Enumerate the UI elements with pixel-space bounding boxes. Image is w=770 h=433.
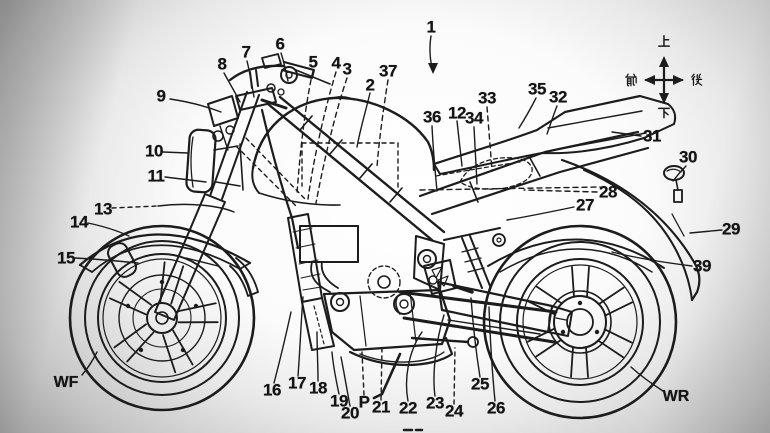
exhaust-muffler [348,336,454,367]
front-brake-caliper [107,242,137,278]
rear-sprocket [548,290,612,354]
triple-clamp [235,87,277,111]
seat [432,128,539,166]
main-frame-spars [266,95,446,242]
callout-leader-lines [74,35,723,407]
tail-cowl [535,94,670,132]
swingarm [436,280,554,334]
fuel-tank [251,96,436,172]
brake-disc-bolts [125,279,199,353]
arrowhead-1 [428,63,438,74]
mirror-mount [280,66,298,84]
arrow-front-icon [644,75,655,85]
front-fender [78,233,252,267]
crankcase [322,288,452,352]
lower-cowl [301,297,335,351]
airbox [299,225,359,263]
rear-wheel [482,224,678,420]
frame-downtube [260,108,300,250]
footpeg [452,284,474,294]
front-wheel [68,224,256,412]
kanji-front-icon [625,73,637,87]
arrow-up-icon [659,56,669,67]
rear-mudguard [560,158,701,302]
headlight-bracket [213,143,244,191]
arrow-down-icon [659,93,669,104]
headlight [185,128,217,194]
kanji-up-icon [657,34,670,47]
bodywork [78,94,701,302]
fork-slider [154,193,226,321]
chassis [154,53,650,344]
side-stand [372,352,402,400]
engine [287,213,541,432]
arrow-rear-icon [673,75,684,85]
instrument-bracket [207,95,239,127]
orientation-compass [625,34,703,119]
rear-fender-hugger [487,238,665,269]
front-sprocket [393,293,415,315]
rear-shock [461,235,491,289]
rear-reflector [673,189,683,203]
brake-rod [410,336,470,344]
brake-lever [295,69,331,85]
kanji-rear-icon [691,73,703,86]
drive-chain [398,290,558,344]
tail-light [663,165,685,181]
handlebar [228,64,286,82]
subframe-tubes [418,130,650,216]
kanji-down-icon [657,107,670,119]
